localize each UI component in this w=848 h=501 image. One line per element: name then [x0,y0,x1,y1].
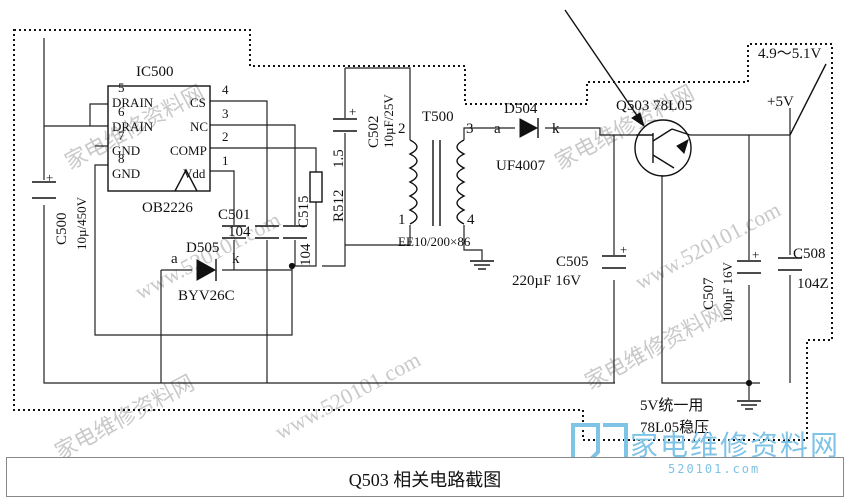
junction-dot [288,262,296,270]
t500-pin1: 1 [398,212,406,228]
junction-dot [745,379,753,387]
ic-pin-number: 7 [118,128,125,143]
t500-pin3: 3 [466,121,474,137]
c515-value: 104 [298,243,314,266]
ic-pin-number: 5 [118,80,125,95]
transformer-t500: T500 2 3 1 4 EE10/200×86 [398,109,494,270]
c501-value: 104 [228,224,251,240]
figure-caption: Q503 相关电路截图 [348,470,502,490]
board-outline-dotted [13,29,833,441]
t500-pin2: 2 [398,121,406,137]
capacitor-c515: C515 104 [255,195,314,266]
capacitor-c500: + C500 10µ/450V [32,170,89,250]
t500-model: EE10/200×86 [398,234,471,249]
ic-pin-label: DRAIN [112,119,154,134]
ic-pin-number: 8 [118,151,125,166]
t500-pin4: 4 [467,212,475,228]
q503-name: Q503 78L05 [616,98,692,114]
voltage-range-label: 4.9～5.1V [758,46,822,62]
d504-model: UF4007 [496,158,546,174]
transistor-q503: Q503 78L05 [564,9,692,177]
ic-pin-number: 3 [222,106,229,121]
watermark-text: 家电维修资料网 [581,300,729,394]
svg-text:+: + [752,247,759,262]
ic-pin-label: NC [190,119,208,134]
t500-name: T500 [422,109,454,125]
capacitor-c505: + C505 220µF 16V [512,242,627,289]
ic-pin-number: 2 [222,129,229,144]
ic-model: OB2226 [142,200,193,216]
c501-name: C501 [218,207,251,223]
capacitor-c502: + C502 10µF/25V [333,94,396,148]
d504-cathode-label: k [552,121,560,137]
ic-pin-number: 6 [118,104,125,119]
watermark-text: www.520101.com [271,347,425,445]
svg-text:+: + [46,170,53,185]
svg-text:+: + [349,104,356,119]
diode-d504: D504 a k UF4007 [494,101,560,174]
output-5v: +5V 4.9～5.1V [758,46,827,136]
note-line-1: 5V统一用 [640,397,703,414]
d505-name: D505 [186,240,219,256]
note-line-2: 78L05稳压 [640,419,709,436]
c500-name: C500 [54,212,70,245]
ic-pin-label: GND [112,166,140,181]
c502-value: 10µF/25V [381,94,396,148]
capacitor-c501: C501 104 [218,207,251,240]
ic-pin-label: GND [112,143,140,158]
capacitor-c508: C508 104Z [778,246,829,292]
c500-value: 10µ/450V [74,196,89,250]
ic-name: IC500 [136,64,174,80]
junctions [288,262,753,387]
caption-bar: Q503 相关电路截图 [6,457,844,497]
d505-anode-label: a [171,251,178,267]
ic-pin-number: 1 [222,153,229,168]
site-logo-url: 520101.com [668,462,761,476]
ground-symbol [737,400,761,410]
c502-name: C502 [366,115,382,148]
ic-pin-label: COMP [170,143,207,158]
c505-value: 220µF 16V [512,273,581,289]
d505-model: BYV26C [178,288,235,304]
wires [43,38,791,400]
ic-pin-label: CS [190,95,206,110]
ic-pin-label: Vdd [183,166,206,181]
svg-text:+: + [620,242,627,257]
d504-name: D504 [504,101,538,117]
watermark-text: 家电维修资料网 [551,80,699,174]
c508-name: C508 [793,246,826,262]
c505-name: C505 [556,254,589,270]
ic-pin-label: DRAIN [112,95,154,110]
c507-value: 100µF 16V [720,262,735,322]
c507-name: C507 [701,277,717,310]
ic-pin-number: 4 [222,82,229,97]
watermark-text: 家电维修资料网 [51,370,199,464]
site-logo-text: 家电维修资料网 [630,429,841,462]
regulator-note: 5V统一用 78L05稳压 [640,397,709,436]
c515-name: C515 [296,195,312,228]
diode-d505: D505 BYV26C a k [171,240,240,304]
ic500: IC500 OB2226 5 6 7 8 DRAIN DRAIN GND GND… [107,64,229,216]
c508-value: 104Z [797,276,829,292]
d505-cathode-label: k [232,251,240,267]
resistor-r512: R512 1.5 [309,149,347,222]
capacitor-c507: + C507 100µF 16V [701,247,761,322]
d504-anode-label: a [494,121,501,137]
r512-name: R512 [331,189,347,222]
v5-label: +5V [767,94,794,110]
r512-value: 1.5 [331,149,347,168]
